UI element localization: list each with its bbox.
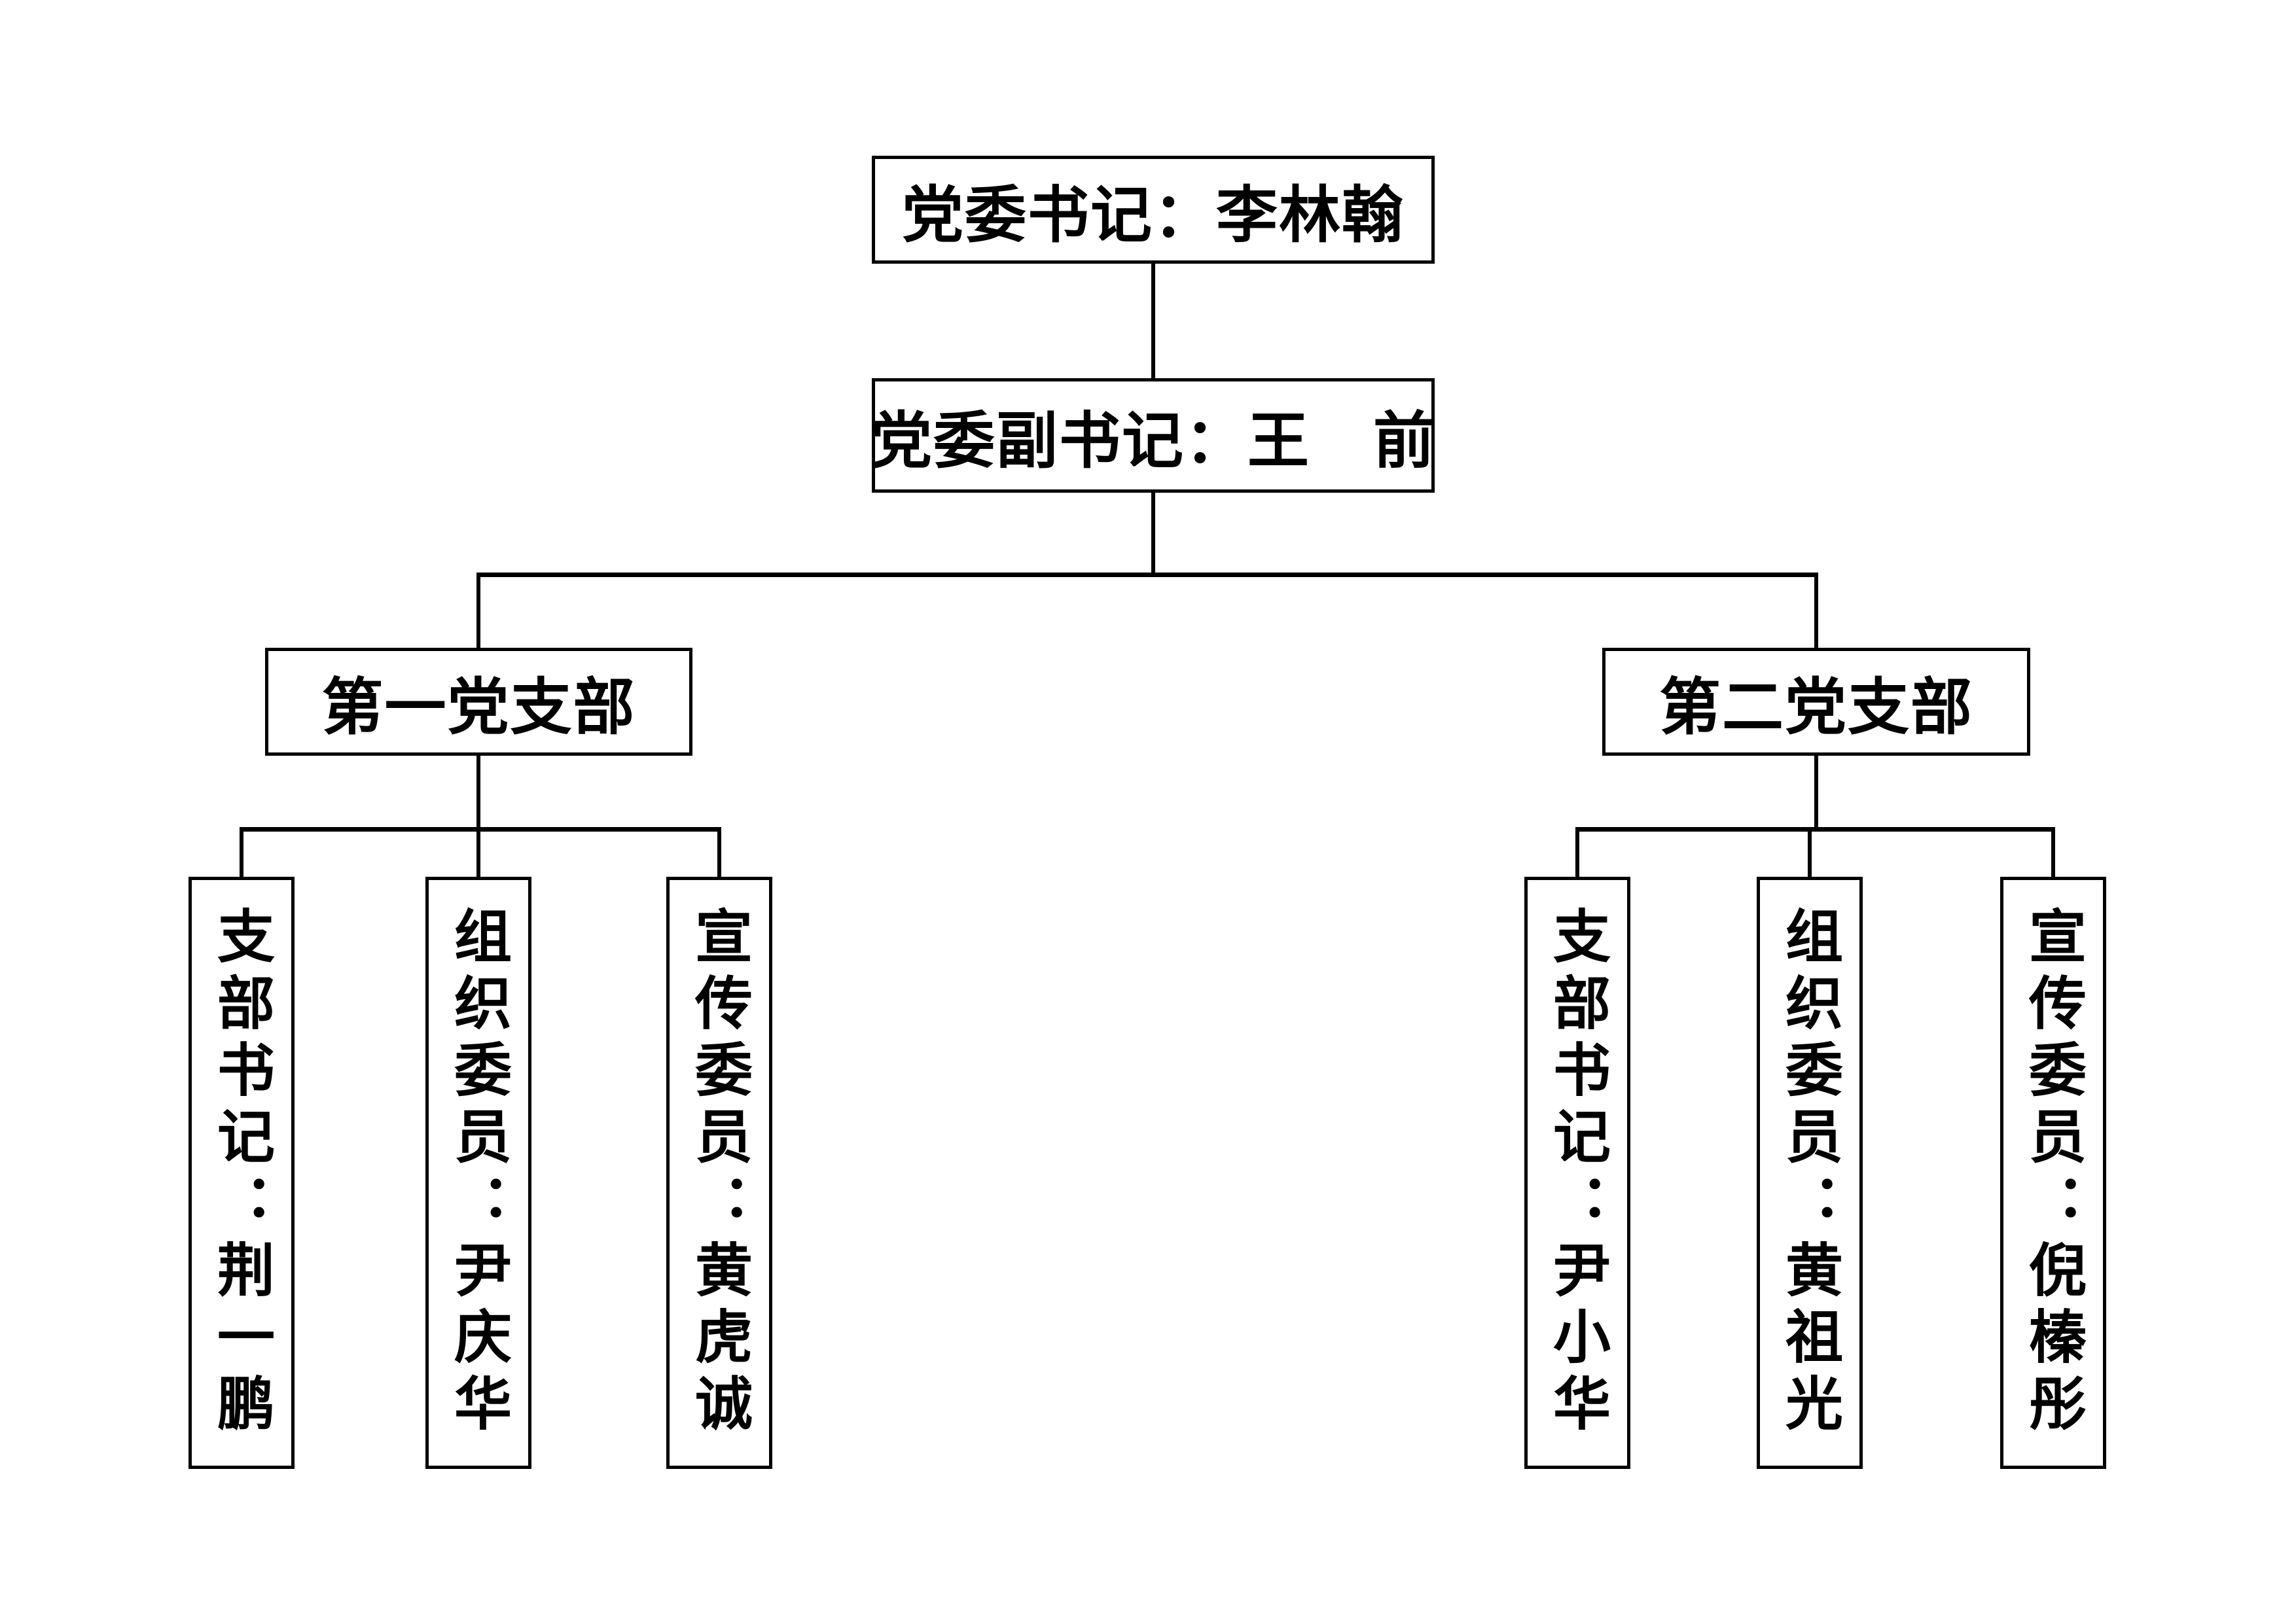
node-member-branch1-propaganda: 宣传委员：黄虎诚 [666,877,772,1469]
connector-drop-to-member-2-1 [1575,827,1579,877]
connector-drop-to-member-2-2 [1808,827,1812,877]
node-member-branch1-organization: 组织委员：尹庆华 [425,877,531,1469]
member-branch2-propaganda-label: 宣传委员：倪榛彤 [2019,906,2087,1440]
node-member-branch2-propaganda: 宣传委员：倪榛彤 [2000,877,2106,1469]
connector-drop-to-member-1-1 [240,827,243,877]
node-branch-2: 第二党支部 [1602,648,2030,756]
node-member-branch2-secretary: 支部书记：尹小华 [1524,877,1630,1469]
connector-drop-to-member-1-3 [717,827,721,877]
connector-deputy-to-main-line [1151,493,1155,574]
deputy-secretary-label: 党委副书记：王 前 [870,405,1437,477]
branch-1-label: 第一党支部 [321,671,636,743]
member-branch1-organization-label: 组织委员：尹庆华 [444,906,512,1440]
member-branch2-secretary-label: 支部书记：尹小华 [1543,906,1611,1440]
connector-drop-to-member-2-3 [2051,827,2055,877]
connector-root-to-deputy [1151,264,1155,378]
member-branch2-organization-label: 组织委员：黄祖光 [1776,906,1844,1440]
connector-drop-to-branch-2 [1814,573,1818,648]
connector-main-horizontal-line [476,573,1818,577]
member-branch1-secretary-label: 支部书记：荆一鹏 [207,906,276,1440]
branch-2-label: 第二党支部 [1659,671,1973,743]
node-member-branch1-secretary: 支部书记：荆一鹏 [188,877,295,1469]
connector-sub-horizontal-line-right [1575,827,2055,832]
connector-branch-2-to-sub-line [1814,756,1818,829]
node-party-secretary: 党委书记：李林翰 [872,156,1435,264]
node-member-branch2-organization: 组织委员：黄祖光 [1757,877,1863,1469]
node-deputy-secretary: 党委副书记：王 前 [870,378,1437,493]
node-branch-1: 第一党支部 [265,648,692,756]
connector-sub-horizontal-line-left [240,827,721,832]
connector-drop-to-branch-1 [476,573,480,648]
connector-branch-1-to-sub-line [476,756,480,829]
party-secretary-label: 党委书记：李林翰 [901,179,1405,251]
member-branch1-propaganda-label: 宣传委员：黄虎诚 [685,906,753,1440]
connector-drop-to-member-1-2 [476,827,480,877]
